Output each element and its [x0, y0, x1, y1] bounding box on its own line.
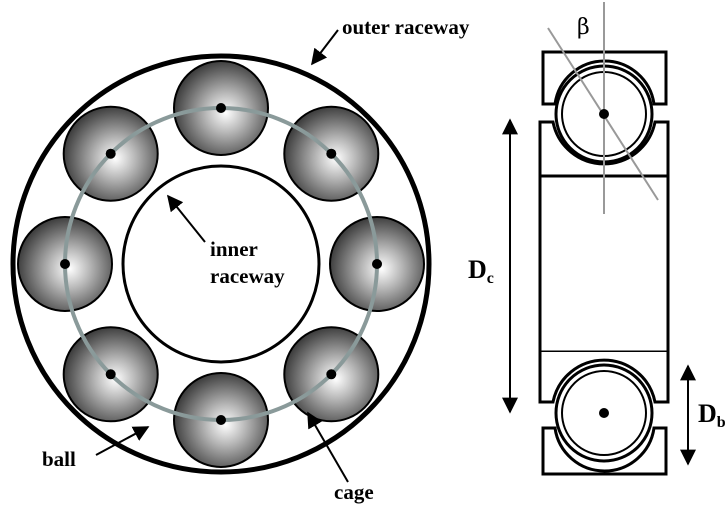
pitch-diameter-main: D: [468, 255, 487, 284]
ball-center-5: [216, 415, 226, 425]
cage-label: cage: [334, 480, 374, 504]
ball-center-3: [372, 259, 382, 269]
ball-diameter-label: Db: [698, 399, 726, 431]
outer-ring-top: [541, 50, 668, 106]
inner-raceway-arrow: [166, 194, 206, 243]
section-view: β Dc Db: [468, 2, 726, 476]
ball-arrow: [95, 426, 150, 456]
inner-raceway-label-line2: raceway: [210, 264, 285, 288]
inner-raceway-label-line1: inner: [210, 237, 258, 261]
ball-center-6: [105, 369, 116, 380]
outer-raceway-arrow: [311, 29, 339, 66]
ball-center-2: [326, 148, 337, 159]
cage-arrow: [307, 411, 349, 483]
ball-center-4: [326, 369, 337, 380]
ball-center-7: [60, 259, 70, 269]
section-ball-bottom-inner: [561, 370, 647, 456]
ball-label: ball: [42, 447, 76, 471]
ball-diameter-sub: b: [717, 414, 726, 431]
section-ball-bottom-center: [599, 408, 609, 418]
ball-center-1: [216, 103, 226, 113]
inner-ring-bottom: [538, 352, 670, 404]
ball-diameter-main: D: [698, 399, 717, 428]
ball-centers-group: [60, 103, 382, 425]
pitch-diameter-label: Dc: [468, 255, 494, 287]
section-ball-top-center: [599, 109, 609, 119]
inner-raceway-circle: [121, 164, 321, 364]
ball-center-8: [105, 148, 116, 159]
front-view: outer raceway inner raceway ball cage: [10, 15, 470, 504]
pitch-diameter-sub: c: [487, 270, 494, 287]
contact-angle-label: β: [577, 15, 590, 40]
outer-raceway-label: outer raceway: [342, 15, 470, 39]
outer-ring-bottom: [541, 426, 668, 476]
